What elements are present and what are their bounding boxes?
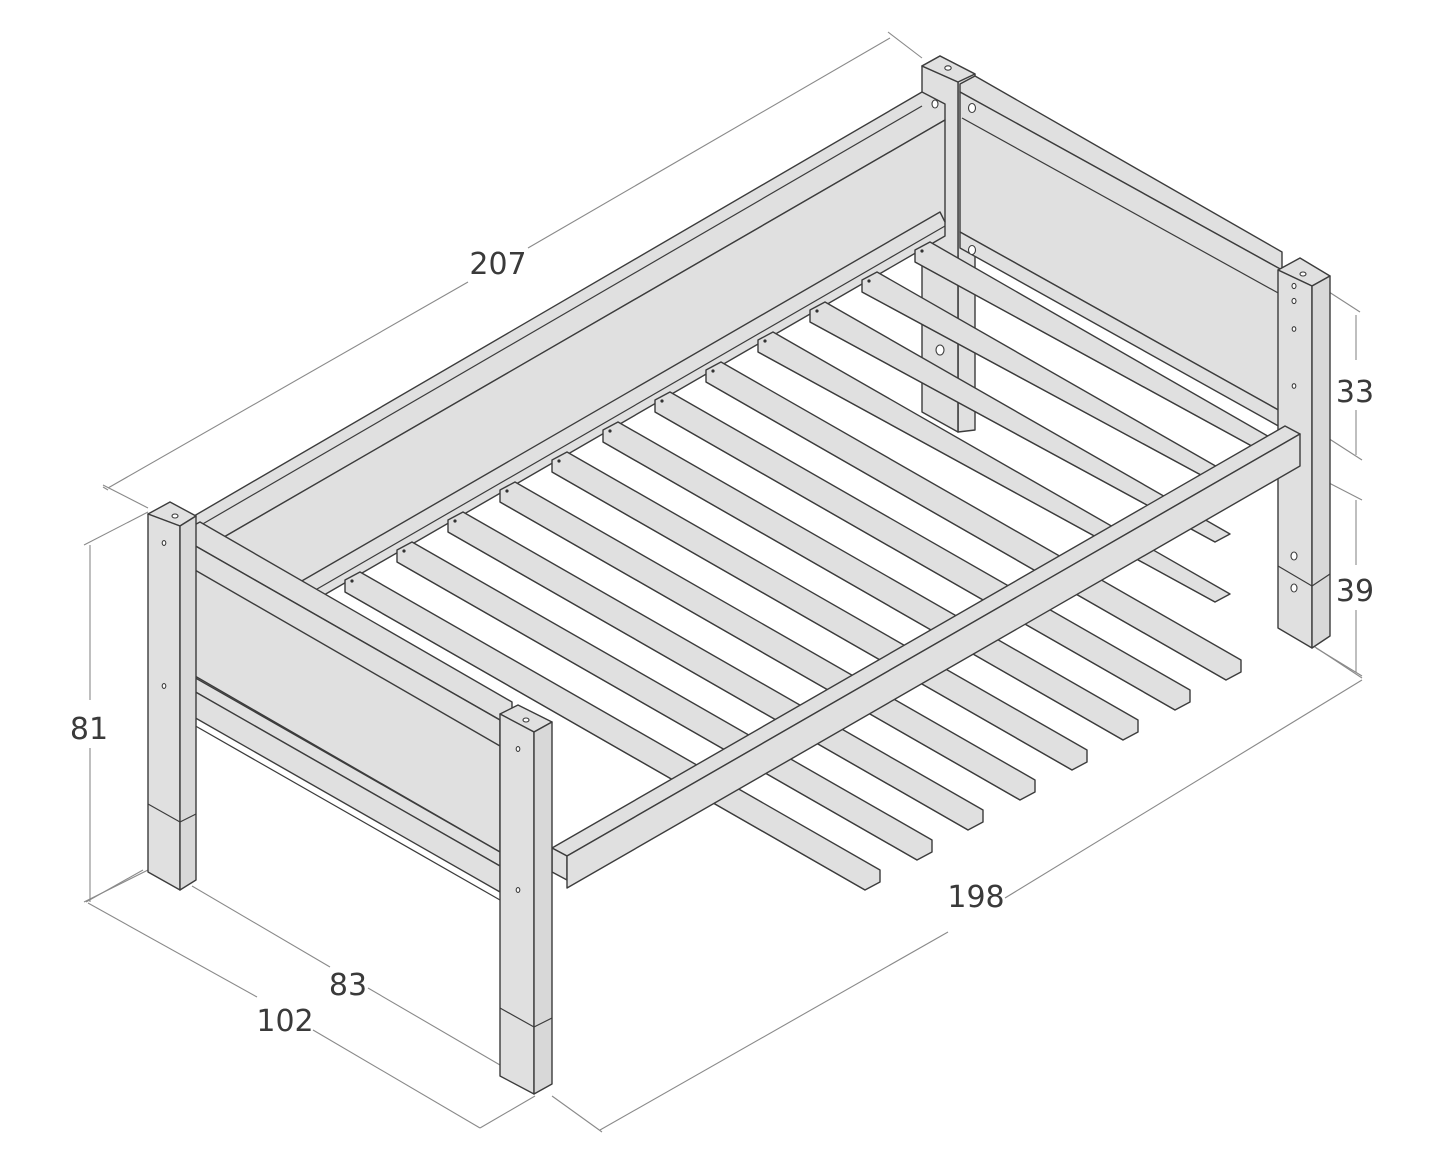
dimension-lines [83,31,1363,1133]
dim-total-length-label: 207 [469,247,526,282]
slat-2 [396,541,933,861]
slat-6 [602,421,1139,741]
slat-4 [499,481,1036,801]
foot-end-panel [957,75,1283,430]
dim-inner-length-label: 198 [947,880,1004,915]
dim-inner-width-label: 83 [329,968,367,1003]
dim-total-width-label: 102 [256,1004,313,1039]
dim-post-lower-label: 39 [1336,574,1374,609]
dim-total-height-label: 81 [70,712,108,747]
front-side-rail [551,425,1301,889]
dimension-labels: 207 198 81 102 83 33 39 [70,247,1374,1039]
slat-1 [344,571,881,891]
front-left-post [147,501,197,891]
slats [344,241,1279,891]
head-end-panel [184,521,513,901]
front-right-post [499,704,553,1095]
slat-3 [447,511,984,831]
slat-5 [551,451,1088,771]
dim-post-upper-label: 33 [1336,375,1374,410]
slat-11 [861,271,1241,489]
slat-7 [654,391,1191,711]
slat-8 [705,361,1242,681]
